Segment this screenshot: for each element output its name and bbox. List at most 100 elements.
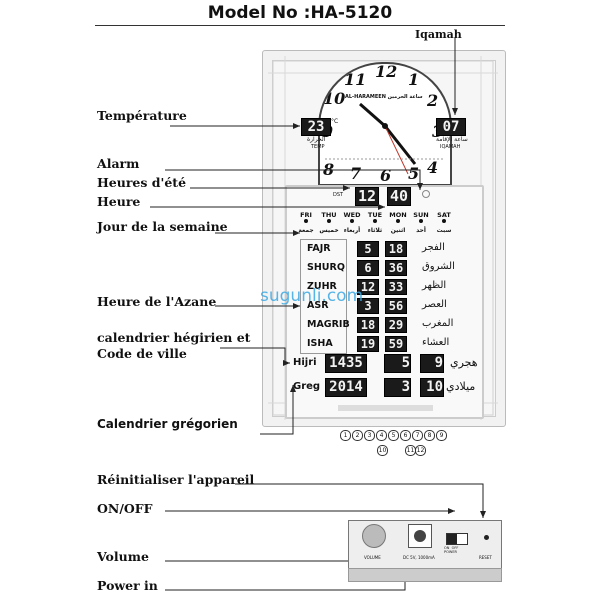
prayer-row-isha: ISHA 19 59 العشاء <box>302 335 482 353</box>
volume-knob[interactable] <box>362 524 386 548</box>
day-ar-thu: خميس <box>319 227 339 234</box>
clock-numeral-7: 7 <box>350 164 362 183</box>
control-button[interactable]: 7 <box>412 430 423 441</box>
hijri-label: Hijri <box>293 357 317 368</box>
diagram-title: Model No :HA-5120 <box>207 3 393 23</box>
day-dot <box>350 219 354 223</box>
dst-indicator: DST <box>333 192 344 198</box>
prayer-row-fajr: FAJR 5 18 الفجر <box>302 240 482 258</box>
prayer-name-ar: الفجر <box>422 242 445 253</box>
clock-brand: AL-HARAMEEN ساعة الحرمين <box>345 94 423 100</box>
label-power: Power in <box>97 578 158 593</box>
volume-label: VOLUME <box>364 555 381 560</box>
day-ar-sat: سبت <box>436 227 452 234</box>
day-wed: WED <box>343 211 361 219</box>
watermark: sugunli.com <box>260 286 364 306</box>
prayer-hour: 3 <box>357 298 379 314</box>
prayer-hour: 6 <box>357 260 379 276</box>
prayer-name-ar: المغرب <box>422 318 454 329</box>
day-ar-sun: أحد <box>416 227 426 234</box>
control-button[interactable]: 4 <box>376 430 387 441</box>
day-ar-wed: أربعاء <box>343 227 361 234</box>
label-hijri-1: calendrier hégirien et <box>97 330 251 345</box>
day-sat: SAT <box>437 211 451 219</box>
label-onoff: ON/OFF <box>97 501 153 516</box>
day-ar-fri: جمعة <box>298 227 314 234</box>
prayer-minute: 18 <box>385 241 407 257</box>
label-azan: Heure de l'Azane <box>97 294 217 309</box>
reset-button[interactable] <box>484 535 489 540</box>
clock-numeral-1: 1 <box>408 70 420 89</box>
greg-label-ar: ميلادي <box>446 380 476 393</box>
prayer-name-ar: العشاء <box>422 337 450 348</box>
control-button[interactable]: 3 <box>364 430 375 441</box>
greg-month: 3 <box>384 378 411 397</box>
day-dot <box>373 219 377 223</box>
control-button[interactable]: 9 <box>436 430 447 441</box>
control-button[interactable]: 10 <box>377 445 388 456</box>
prayer-name-ar: الظهر <box>422 280 447 291</box>
clock-numeral-4: 4 <box>427 158 439 177</box>
label-reset: Réinitialiser l'appareil <box>97 472 255 487</box>
hijri-year: 1435 <box>325 354 367 373</box>
control-button[interactable]: 1 <box>340 430 351 441</box>
control-button[interactable]: 5 <box>388 430 399 441</box>
temperature-display: 23 <box>301 118 331 136</box>
prayer-name-ar: العصر <box>422 299 447 310</box>
day-dot <box>396 219 400 223</box>
control-button[interactable]: 2 <box>352 430 363 441</box>
day-fri: FRI <box>300 211 312 219</box>
iqamah-label-ar: ساعة الإقامة <box>436 136 468 143</box>
back-panel-base <box>348 568 502 582</box>
clock-numeral-12: 12 <box>375 62 398 81</box>
prayer-name: SHURQ <box>307 262 345 273</box>
prayer-row-asr: ASR 3 56 العصر <box>302 297 482 315</box>
clock-numeral-11: 11 <box>344 70 367 89</box>
prayer-row-zuhr: ZUHR 12 33 الظهر <box>302 278 482 296</box>
power-label: DC 5V, 1000mA <box>403 555 435 560</box>
temperature-unit: °C <box>331 118 339 125</box>
control-button[interactable]: 8 <box>424 430 435 441</box>
day-dot <box>442 219 446 223</box>
prayer-row-magrib: MAGRIB 18 29 المغرب <box>302 316 482 334</box>
temperature-label-en: TEMP <box>311 144 325 150</box>
clock-numeral-5: 5 <box>408 164 420 183</box>
prayer-name: MAGRIB <box>307 319 350 330</box>
weekday-row-ar: جمعة خميس أربعاء ثلاثاء اثنين أحد سبت <box>296 227 454 234</box>
label-volume: Volume <box>97 549 149 564</box>
label-weekday: Jour de la semaine <box>97 219 228 234</box>
day-thu: THU <box>321 211 337 219</box>
button-strip <box>338 405 433 411</box>
label-iqamah: Iqamah <box>415 28 462 41</box>
greg-label: Greg <box>293 381 321 392</box>
prayer-minute: 36 <box>385 260 407 276</box>
prayer-name-box <box>300 239 347 354</box>
control-buttons: 1 2 3 4 5 6 7 8 9 <box>340 430 447 441</box>
prayer-hour: 5 <box>357 241 379 257</box>
control-button[interactable]: 6 <box>400 430 411 441</box>
greg-year: 2014 <box>325 378 367 397</box>
prayer-hour: 19 <box>357 336 379 352</box>
clock-numeral-6: 6 <box>380 166 392 185</box>
prayer-minute: 29 <box>385 317 407 333</box>
prayer-name-ar: الشروق <box>422 261 455 272</box>
weekday-row: FRI THU WED TUE MON SUN SAT <box>296 211 454 219</box>
day-ar-tue: ثلاثاء <box>367 227 383 234</box>
greg-day: 10 <box>420 378 444 397</box>
temperature-label-ar: الحرارة <box>307 136 326 143</box>
day-tue: TUE <box>367 211 383 219</box>
label-gregorian: Calendrier grégorien <box>97 417 238 431</box>
minute-display: 40 <box>387 187 411 206</box>
weekday-dots <box>304 219 446 223</box>
prayer-name: FAJR <box>307 243 331 254</box>
clock-numeral-2: 2 <box>427 91 439 110</box>
onoff-switch[interactable] <box>446 533 468 545</box>
label-hour: Heure <box>97 194 141 209</box>
day-dot <box>304 219 308 223</box>
day-dot <box>419 219 423 223</box>
prayer-minute: 56 <box>385 298 407 314</box>
switch-knob <box>447 534 457 544</box>
control-button[interactable]: 12 <box>415 445 426 456</box>
power-jack-icon[interactable] <box>414 530 426 542</box>
